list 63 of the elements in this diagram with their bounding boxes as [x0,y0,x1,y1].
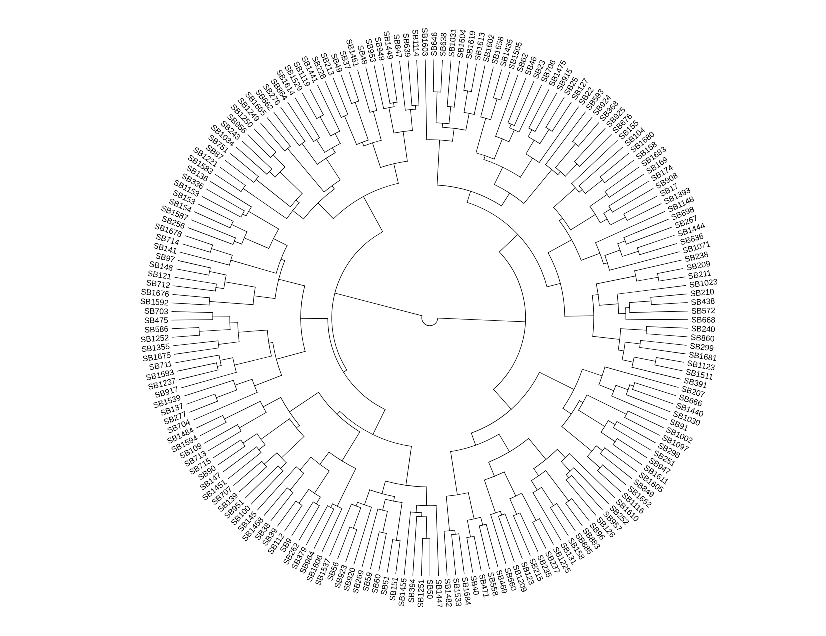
leaf-label: SB1031 [448,29,457,58]
leaf-label: SB1684 [462,578,472,606]
leaf-label: SB299 [690,343,714,352]
leaf-label: SB1355 [142,344,170,352]
leaf-label: SB60 [372,574,381,594]
leaf-label: SB1619 [466,31,476,60]
leaf-label: SB948 [375,38,385,61]
leaf-label: SB151 [390,578,398,601]
leaf-label: SB1603 [422,28,428,56]
leaf-label: SB847 [394,34,402,58]
leaf-label: SB1613 [475,32,485,61]
leaf-label: SB269 [353,570,364,594]
leaf-label: SB240 [692,326,716,332]
leaf-label: SB953 [366,39,376,62]
leaf-label: SB1602 [484,34,495,62]
leaf-label: SB59 [363,572,372,592]
leaf-label: SB121 [148,270,171,280]
leaf-label: SB391 [684,378,707,388]
leaf-label: SB1252 [141,335,169,343]
leaf-label: SB1511 [686,369,712,380]
leaf-label: SB1593 [146,370,174,380]
leaf-label: SB211 [688,270,712,280]
leaf-label: SB51 [381,576,390,596]
leaf-label: SB1592 [140,298,168,306]
leaf-label: SB148 [150,262,173,271]
leaf-label: SB141 [154,243,176,254]
leaf-label: SB469 [496,570,508,594]
leaf-label: SB394 [408,579,416,603]
leaf-label: SB1681 [689,352,716,362]
leaf-label: SB860 [691,334,715,342]
leaf-label: SB475 [144,318,168,324]
leaf-label: SB711 [150,361,173,370]
leaf-label: SB1023 [690,279,718,288]
leaf-label: SB1251 [418,580,424,608]
leaf-label: SB638 [440,33,447,56]
leaf-label: SB209 [687,261,710,270]
leaf-label: SB1447 [436,580,443,608]
leaf-label: SB50 [427,580,434,599]
leaf-label: SB97 [156,253,176,262]
leaf-label: SB1114 [412,30,420,57]
leaf-label: SB1676 [141,289,170,297]
leaf-label: SB646 [431,32,438,56]
leaf-label: SB1675 [143,352,171,362]
leaf-label: SB210 [690,289,714,296]
leaf-label: SB48 [358,46,368,65]
leaf-label: SB40 [471,576,480,595]
leaf-label: SB703 [144,308,168,314]
leaf-label: SB668 [692,317,716,323]
leaf-label: SB572 [692,308,716,314]
leaf-label: SB1455 [398,578,407,606]
leaf-label: SB1604 [458,30,466,58]
leaf-label: SB712 [146,280,170,288]
leaf-label: SB438 [692,298,715,306]
leaf-label: SB639 [403,34,411,57]
leaf-label: SB558 [488,572,498,596]
leaf-label: SB238 [685,252,708,262]
leaf-label: SB471 [480,574,490,598]
leaf-label: SB207 [682,386,706,398]
leaf-label: SB1123 [688,360,715,370]
leaf-label: SB1449 [384,32,394,60]
leaf-label: SB1482 [444,579,452,608]
leaf-label: SB586 [145,326,168,333]
leaf-label: SB1533 [454,578,462,606]
